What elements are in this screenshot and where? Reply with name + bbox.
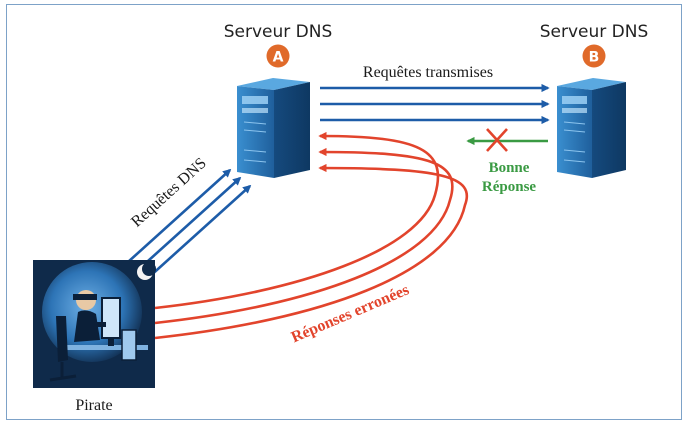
dns-request-arrow-2 bbox=[137, 176, 242, 271]
crescent-moon-icon bbox=[137, 262, 156, 280]
server-tower-icon bbox=[237, 78, 310, 178]
server-b-badge: B bbox=[582, 44, 606, 68]
wrong-response-arrows bbox=[154, 131, 469, 340]
wrong-response-arrow-1 bbox=[154, 131, 440, 310]
server-b-badge-letter: B bbox=[589, 50, 600, 66]
good-response-label-line2: Réponse bbox=[482, 179, 537, 195]
server-a-badge: A bbox=[266, 44, 290, 68]
good-response-label-line1: Bonne bbox=[489, 160, 530, 176]
dns-request-arrows bbox=[127, 168, 252, 279]
forwarded-requests-label: Requêtes transmises bbox=[363, 64, 493, 81]
server-a-badge-letter: A bbox=[273, 50, 284, 66]
hacker-at-computer-icon bbox=[33, 260, 156, 388]
server-b-title: Serveur DNS bbox=[540, 22, 649, 42]
dns-requests-label: Requêtes DNS bbox=[128, 155, 210, 231]
attacker: Pirate bbox=[33, 260, 156, 414]
wrong-response-arrow-3 bbox=[154, 163, 469, 340]
good-response: Bonne Réponse bbox=[466, 128, 548, 195]
server-tower-icon bbox=[557, 78, 626, 178]
server-a: Serveur DNS A bbox=[224, 22, 333, 178]
wrong-responses-label: Réponses erronées bbox=[289, 281, 412, 346]
forwarded-request-arrows bbox=[320, 83, 550, 125]
server-b: Serveur DNS B bbox=[540, 22, 649, 178]
dns-request-arrow-3 bbox=[147, 184, 252, 279]
wrong-response-arrow-2 bbox=[154, 147, 454, 325]
dns-request-arrow-1 bbox=[127, 168, 232, 263]
attacker-label: Pirate bbox=[75, 397, 112, 414]
blocked-x-icon bbox=[486, 128, 508, 152]
server-a-title: Serveur DNS bbox=[224, 22, 333, 42]
